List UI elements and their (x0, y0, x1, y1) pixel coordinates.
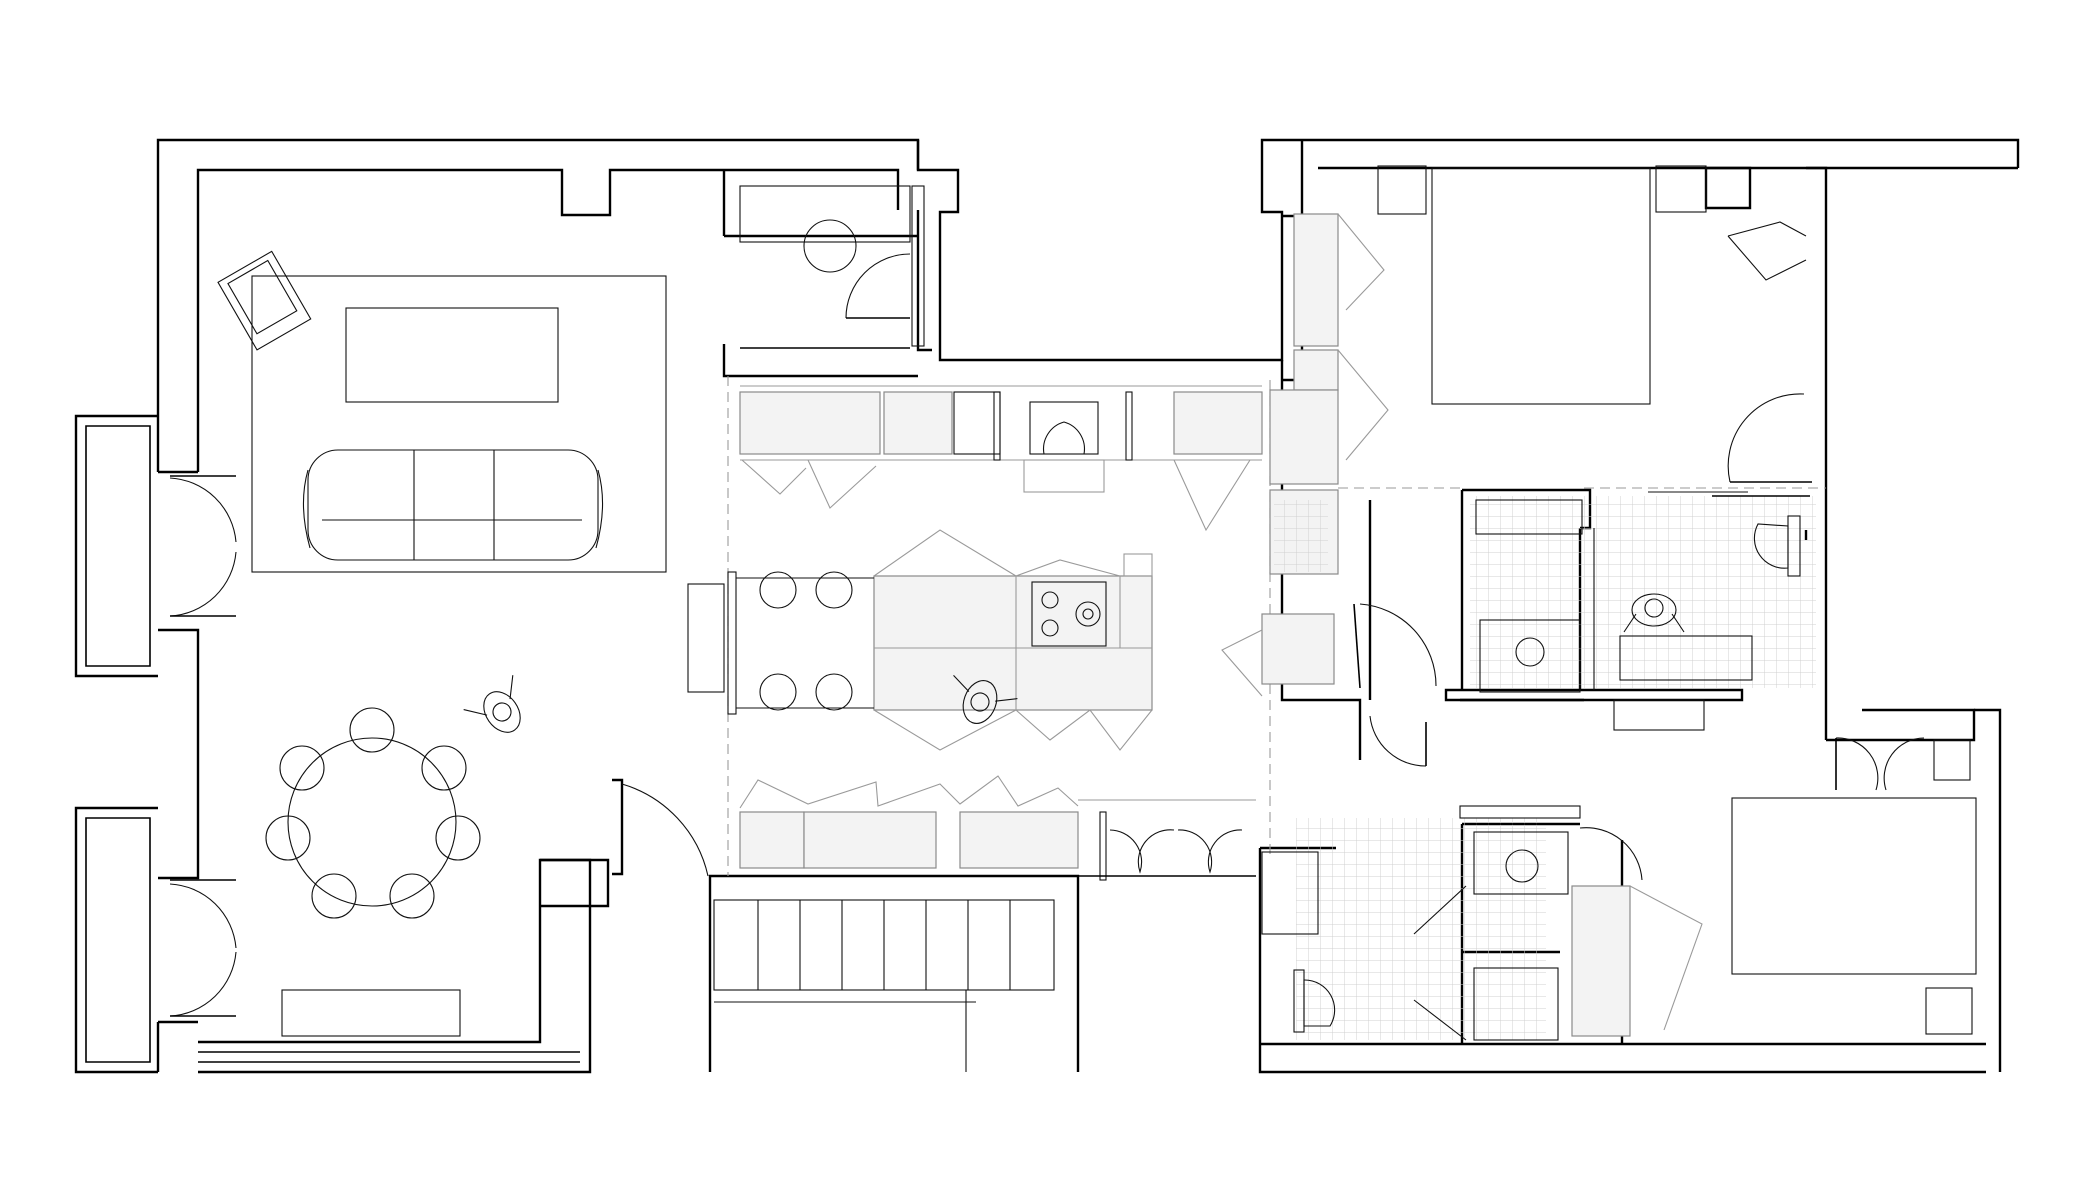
shower-tray (1473, 967, 1559, 1041)
double-bed-icon (1431, 167, 1651, 405)
upper-cabinets (739, 385, 1263, 461)
second-bath (1261, 715, 1643, 1041)
toilet-icon (1293, 969, 1336, 1033)
rug-icon (251, 275, 667, 573)
person-icon (1623, 593, 1685, 633)
hall-wardrobes (1221, 213, 1462, 697)
double-bed-icon (1731, 797, 1977, 975)
utility-closet (739, 185, 925, 349)
washbasin-icon (1479, 619, 1581, 693)
kitchen (687, 185, 1271, 1072)
kitchen-island-icon (873, 529, 1153, 751)
sideboard-icon (281, 989, 461, 1037)
kitchen-sink-icon (1023, 401, 1105, 493)
master-bedroom (1377, 165, 1826, 489)
toilet-icon (1753, 515, 1801, 577)
person-icon (463, 675, 521, 733)
dining-chair-icon (265, 707, 481, 919)
lower-cabinets (739, 775, 1256, 881)
shower-area (1593, 528, 1753, 731)
living-room (169, 250, 709, 1037)
appliance-icon (803, 219, 857, 273)
cooktop-icon (1031, 581, 1107, 647)
sofa-icon (302, 449, 604, 561)
door-swing-icon (1835, 737, 1971, 791)
stair-icon (713, 899, 1055, 1072)
nightstand-icon (1655, 165, 1707, 213)
bathtub-icon (1475, 499, 1583, 535)
round-dining-table-icon (265, 707, 481, 919)
nightstand-icon (1925, 987, 1973, 1035)
ensuite-bath (1470, 491, 1816, 731)
washbasin-icon (1261, 851, 1319, 935)
door-swing-icon (741, 459, 1251, 532)
second-bedroom (1571, 737, 1977, 1037)
armchair-icon (217, 250, 312, 351)
door-swing-icon (169, 475, 709, 1017)
coffee-table-icon (345, 307, 559, 403)
nightstand-icon (1377, 165, 1427, 215)
person-icon (953, 674, 1018, 724)
washbasin-icon (1473, 831, 1569, 895)
bar-stool-icon (687, 571, 874, 715)
